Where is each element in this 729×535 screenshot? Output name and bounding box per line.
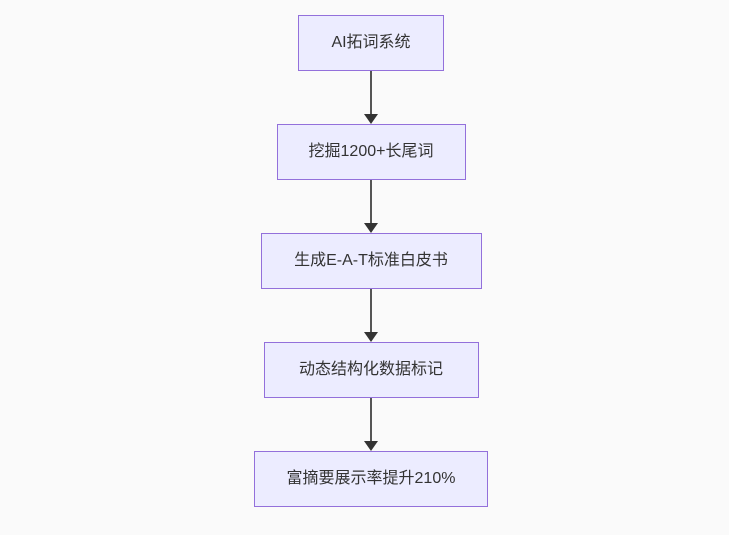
arrowhead-down-icon — [364, 114, 378, 124]
arrow-line — [370, 289, 372, 332]
arrow-line — [370, 180, 372, 223]
flow-node-label: 生成E-A-T标准白皮书 — [294, 252, 448, 269]
flow-node-label: 挖掘1200+长尾词 — [308, 143, 434, 160]
flow-arrow-2 — [364, 180, 378, 233]
flow-node-label: 富摘要展示率提升210% — [286, 470, 456, 487]
flow-node-label: 动态结构化数据标记 — [298, 361, 443, 378]
arrowhead-down-icon — [364, 441, 378, 451]
arrow-line — [370, 398, 372, 441]
flow-arrow-3 — [364, 289, 378, 342]
flow-arrow-1 — [364, 71, 378, 124]
flow-node-longtail-keywords: 挖掘1200+长尾词 — [276, 124, 466, 180]
flow-column: AI拓词系统 挖掘1200+长尾词 生成E-A-T标准白皮书 动态结构化数据标记 — [254, 15, 488, 507]
flow-arrow-4 — [364, 398, 378, 451]
arrowhead-down-icon — [364, 223, 378, 233]
flow-node-structured-data: 动态结构化数据标记 — [263, 342, 479, 398]
arrow-line — [370, 71, 372, 114]
flow-node-ai-expansion: AI拓词系统 — [298, 15, 444, 71]
flow-node-rich-snippet-result: 富摘要展示率提升210% — [254, 451, 488, 507]
arrowhead-down-icon — [364, 332, 378, 342]
flow-node-eat-whitepaper: 生成E-A-T标准白皮书 — [260, 233, 482, 289]
flow-node-label: AI拓词系统 — [331, 34, 411, 51]
